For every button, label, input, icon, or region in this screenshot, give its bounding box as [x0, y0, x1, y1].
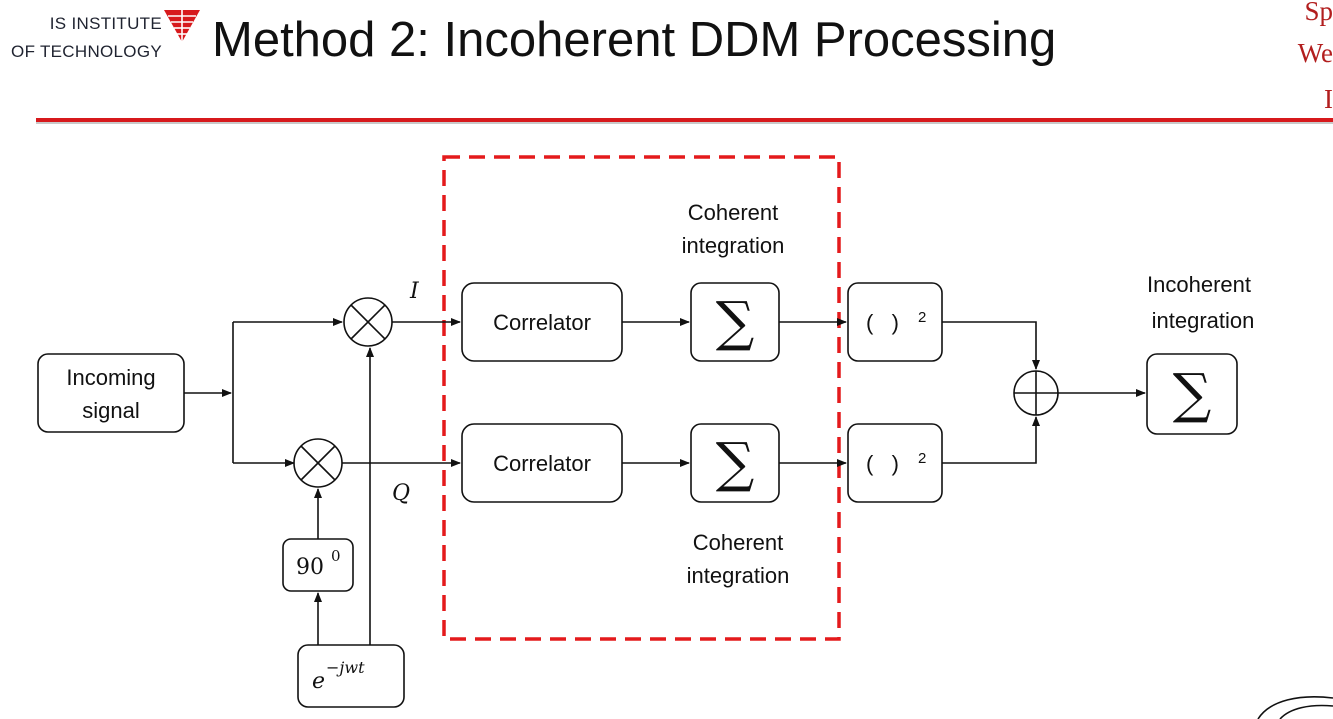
wire-square-bottom-to-adder [942, 416, 1040, 464]
oscillator-box [297, 644, 405, 708]
incoherent-sum-box [1146, 353, 1238, 435]
coherent-top-label-2: integration [682, 233, 785, 258]
mixer-q-icon [293, 438, 343, 488]
title-rule [36, 118, 1333, 122]
phase-shift-box [282, 538, 354, 592]
corner-text-1: Sp [1304, 0, 1333, 26]
oscillator-base: e [312, 669, 325, 694]
square-top-label: ( ) [866, 310, 899, 335]
incoherent-sum-icon: ∑ [1173, 362, 1212, 425]
incoherent-label-2: integration [1152, 308, 1255, 333]
coherent-sum-bottom-icon: ∑ [716, 431, 755, 494]
square-bottom-label: ( ) [866, 451, 899, 476]
phase-shift-label: 90 [296, 555, 324, 580]
correlator-bottom-label: Correlator [493, 451, 591, 476]
logo-flag-icon [164, 10, 200, 42]
i-channel-label: I [409, 279, 420, 304]
incoherent-label-1: Incoherent [1147, 272, 1251, 297]
correlator-top-label: Correlator [493, 310, 591, 335]
oscillator-exponent: −jwt [326, 658, 365, 677]
logo-line-1: IS INSTITUTE [49, 14, 162, 33]
adder-icon [1013, 370, 1059, 416]
phase-shift-exponent: 0 [331, 547, 341, 565]
logo-line-2: OF TECHNOLOGY [11, 42, 162, 61]
title-rule-shadow [36, 122, 1333, 124]
q-channel-label: Q [392, 481, 410, 506]
corner-text-2: We [1297, 38, 1333, 68]
institute-logo: IS INSTITUTE OF TECHNOLOGY [0, 8, 200, 68]
incoming-signal-label-1: Incoming [66, 365, 155, 390]
coherent-bottom-label-1: Coherent [693, 530, 784, 555]
coherent-sum-top-icon: ∑ [716, 290, 755, 353]
mixer-i-icon [343, 297, 393, 347]
wire-square-top-to-adder [942, 321, 1040, 370]
coherent-region-outline [442, 155, 841, 641]
coherent-bottom-label-2: integration [687, 563, 790, 588]
square-bottom-exponent: 2 [918, 450, 926, 467]
coherent-top-label-1: Coherent [688, 200, 779, 225]
corner-logo-icon [1257, 696, 1333, 719]
corner-text-3: I [1324, 84, 1333, 114]
square-top-exponent: 2 [918, 309, 926, 326]
incoming-signal-label-2: signal [82, 398, 139, 423]
page-title: Method 2: Incoherent DDM Processing [212, 13, 1057, 67]
